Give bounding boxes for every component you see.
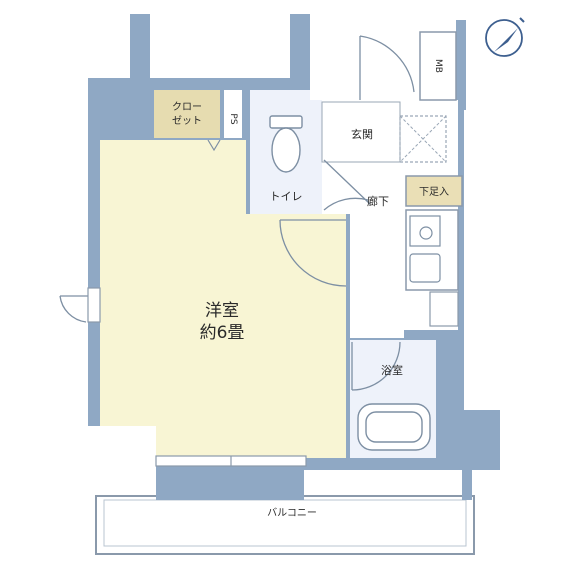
stove-icon xyxy=(409,215,441,247)
closet xyxy=(154,90,220,138)
toilet-icon xyxy=(269,115,303,173)
entrance-floor xyxy=(321,101,401,163)
western-room-name: 洋室 xyxy=(205,301,239,321)
bathtub-icon xyxy=(357,403,431,451)
doors xyxy=(59,35,415,391)
storage-box xyxy=(399,115,447,163)
closet-label-2: ゼット xyxy=(172,115,202,127)
closet-label-1: クロー xyxy=(172,101,202,113)
balcony-label: バルコニー xyxy=(267,507,317,519)
hallway-label: 廊下 xyxy=(367,194,389,208)
mb-closet xyxy=(419,31,457,101)
balcony xyxy=(95,495,475,555)
closet-door-mark xyxy=(207,139,221,152)
left-window xyxy=(87,287,101,323)
sink-icon xyxy=(409,253,441,283)
mb-label: MB xyxy=(433,59,443,73)
kitchen xyxy=(405,209,459,327)
shoe-box-label: 下足入 xyxy=(419,186,449,198)
entrance-label: 玄関 xyxy=(351,127,373,141)
balcony-window xyxy=(155,455,307,467)
toilet-label: トイレ xyxy=(270,190,303,203)
ps-shaft xyxy=(224,90,242,138)
western-room-size: 約6畳 xyxy=(200,323,245,343)
compass-icon xyxy=(485,17,525,57)
washer-area xyxy=(429,291,459,327)
bath-label: 浴室 xyxy=(381,363,403,377)
shoe-box xyxy=(405,175,463,207)
ps-label: PS xyxy=(228,113,238,124)
